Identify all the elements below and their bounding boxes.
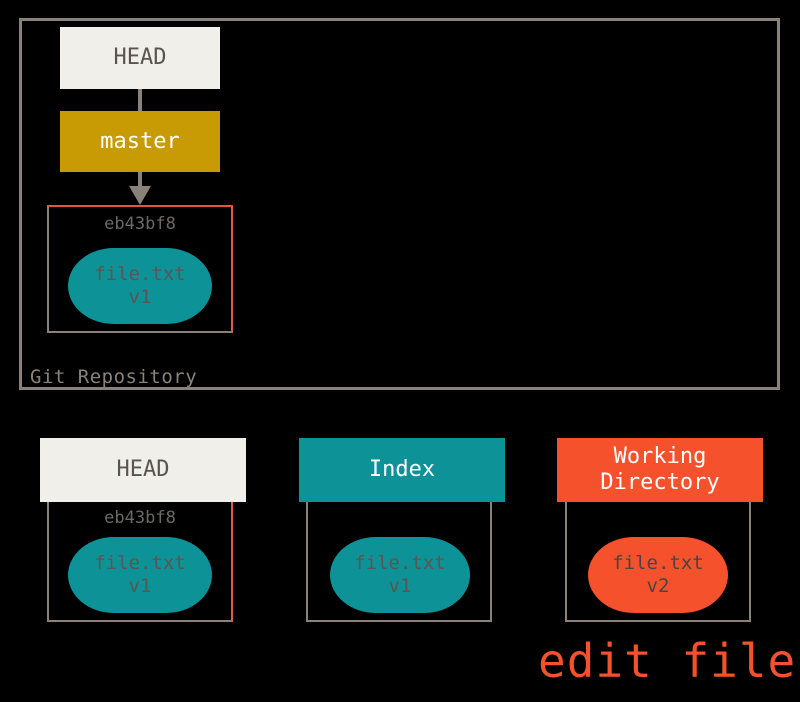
area-header-working-directory-label-line1: Working — [613, 444, 707, 470]
area-head-blob-version: v1 — [128, 575, 152, 597]
repo-commit-blob-version: v1 — [128, 286, 152, 308]
repo-commit-blob-filename: file.txt — [94, 262, 186, 285]
master-to-commit-connector — [138, 172, 142, 193]
repo-commit-box: eb43bf8 — [47, 205, 233, 333]
area-index-blob: file.txt v1 — [330, 537, 470, 613]
area-header-head-label: HEAD — [116, 457, 170, 483]
area-body-index — [306, 502, 492, 622]
area-head-commit-hash: eb43bf8 — [104, 508, 176, 528]
area-header-working-directory[interactable]: Working Directory — [557, 438, 763, 502]
area-working-directory-blob: file.txt v2 — [588, 537, 728, 613]
area-body-working-directory — [565, 502, 751, 622]
repo-head-ref-label: HEAD — [113, 45, 167, 71]
area-index-blob-version: v1 — [388, 575, 412, 597]
git-repository-label: Git Repository — [30, 366, 198, 388]
area-header-index-label: Index — [368, 457, 436, 483]
repo-branch-ref-label: master — [100, 128, 180, 154]
area-head-blob: file.txt v1 — [68, 537, 212, 613]
area-working-directory-blob-version: v2 — [646, 575, 670, 597]
area-header-working-directory-label-line2: Directory — [600, 470, 720, 495]
arrow-down-icon — [129, 186, 151, 205]
area-head-blob-filename: file.txt — [94, 551, 186, 574]
area-index-blob-filename: file.txt — [354, 551, 446, 574]
repo-commit-blob: file.txt v1 — [68, 248, 212, 324]
head-to-master-connector — [138, 89, 142, 111]
area-working-directory-blob-filename: file.txt — [612, 551, 704, 574]
edit-file-caption: edit file — [538, 634, 797, 688]
area-header-head[interactable]: HEAD — [40, 438, 246, 502]
git-repository-frame — [19, 18, 780, 390]
repo-head-ref-box[interactable]: HEAD — [60, 27, 220, 89]
area-header-index[interactable]: Index — [299, 438, 505, 502]
area-body-head — [47, 502, 233, 622]
repo-commit-hash: eb43bf8 — [104, 214, 176, 234]
repo-branch-ref-box[interactable]: master — [60, 111, 220, 172]
